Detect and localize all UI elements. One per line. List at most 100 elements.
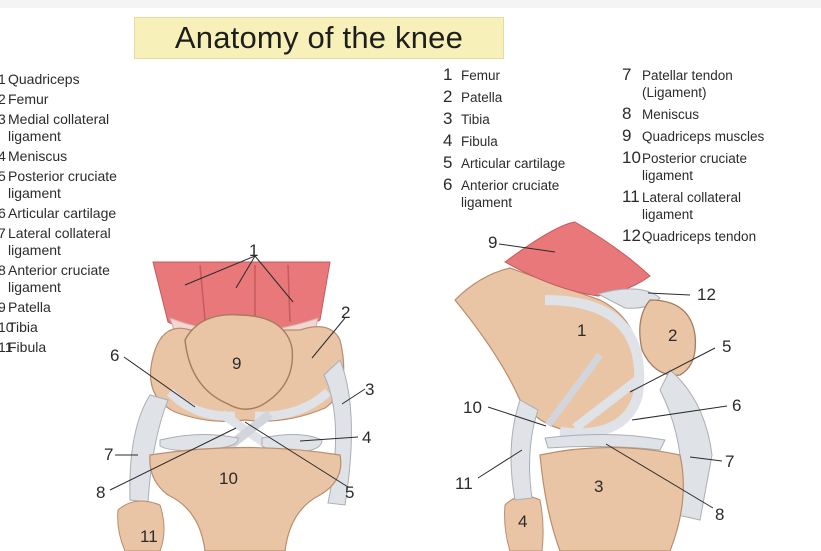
legend-text: Quadriceps tendon [642, 229, 757, 244]
top-strip [0, 0, 821, 8]
legend-text: Posterior cruciate ligament [642, 151, 748, 183]
legend-number: 4 [0, 148, 6, 164]
legend-number: 5 [443, 153, 453, 172]
legend-text: Articular cartilage [8, 205, 117, 221]
callout-number: 12 [697, 285, 716, 304]
legend-item: 3 Tibia [443, 110, 565, 128]
legend-number: 3 [443, 109, 453, 128]
legend-number: 12 [622, 226, 641, 245]
callout-number: 4 [518, 512, 527, 531]
side-meniscus [544, 433, 666, 451]
side-knee-diagram [454, 221, 728, 551]
legend-text: Patella [461, 90, 503, 105]
callout-number: 2 [668, 326, 677, 345]
legend-text: Quadriceps [8, 71, 80, 87]
callout-number: 4 [362, 428, 371, 447]
legend-item: 9 Quadriceps muscles [622, 127, 764, 145]
callout-number: 6 [110, 346, 119, 365]
legend-item: 8 Meniscus [622, 105, 764, 123]
callout-number: 9 [488, 233, 497, 252]
callout-number: 10 [219, 469, 238, 488]
callout-number: 5 [722, 337, 731, 356]
front-fibula [117, 500, 165, 551]
callout-number: 7 [104, 445, 113, 464]
legend-text: Anterior cruciate ligament [461, 178, 560, 210]
legend-text: Articular cartilage [461, 156, 566, 171]
legend-text: Meniscus [8, 148, 68, 164]
legend-number: 9 [0, 299, 6, 315]
legend-number: 6 [443, 175, 453, 194]
legend-text: Tibia [461, 112, 490, 127]
callout-number: 2 [341, 303, 350, 322]
callout-number: 11 [140, 527, 158, 546]
legend-text: Quadriceps muscles [642, 129, 765, 144]
front-tibia [149, 446, 342, 551]
callout-number: 8 [96, 483, 105, 502]
legend-number: 8 [622, 104, 632, 123]
legend-text: Posterior cruciate ligament [8, 168, 117, 201]
callout-number: 3 [594, 477, 603, 496]
side-tibia [539, 446, 684, 551]
legend-number: 7 [622, 65, 632, 84]
callout-number: 1 [577, 321, 586, 340]
front-patella [184, 314, 294, 410]
front-knee-diagram [109, 255, 366, 551]
legend-text: Anterior cruciate ligament [8, 262, 110, 295]
legend-number: 3 [0, 111, 6, 127]
callout-number: 9 [232, 354, 241, 373]
legend-number: 8 [0, 262, 6, 278]
legend-number: 4 [443, 131, 453, 150]
callout-number: 8 [715, 505, 724, 524]
title-banner: Anatomy of the knee [134, 17, 504, 59]
legend-number: 11 [622, 187, 640, 206]
legend-item: 4 Fibula [443, 132, 565, 150]
legend-text: Fibula [461, 134, 498, 149]
side-quadriceps-muscle [504, 221, 651, 297]
legend-number: 6 [0, 205, 6, 221]
legend-text: Tibia [8, 319, 38, 335]
legend-item: 5 Articular cartilage [443, 154, 565, 172]
callout-number: 11 [455, 474, 473, 493]
legend-number: 1 [0, 71, 6, 87]
legend-text: Patella [8, 299, 51, 315]
legend-text: Femur [461, 68, 501, 83]
legend-item: 1 Femur [443, 66, 565, 84]
legend-number: 9 [622, 126, 632, 145]
page-title: Anatomy of the knee [174, 20, 464, 55]
callout-number: 1 [249, 241, 258, 260]
legend-text: Meniscus [642, 107, 700, 122]
legend-text: Medial collateral ligament [8, 111, 110, 144]
legend-number: 1 [443, 65, 453, 84]
front-meniscus [159, 433, 239, 451]
callout-number: 3 [365, 380, 374, 399]
legend-text: Patellar tendon (Ligament) [642, 68, 733, 100]
legend-text: Fibula [8, 339, 47, 355]
legend-number: 7 [0, 225, 6, 241]
legend-text: Femur [8, 91, 49, 107]
legend-text: Lateral collateral ligament [642, 190, 742, 222]
legend-item: 7 Patellar tendon (Ligament) [622, 66, 764, 101]
legend-number: 10 [622, 148, 641, 167]
callout-number: 7 [725, 452, 734, 471]
